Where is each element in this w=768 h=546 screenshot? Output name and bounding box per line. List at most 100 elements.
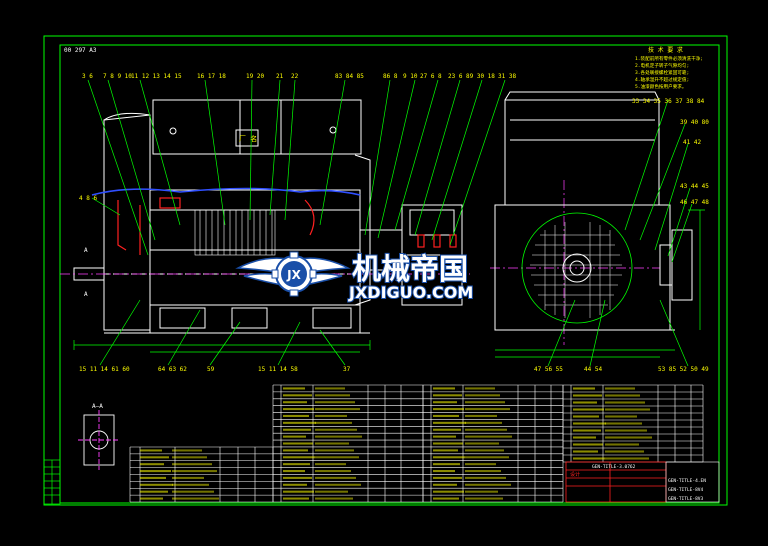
table-cell-text: [315, 476, 356, 479]
table-cell-text: [283, 421, 316, 424]
table-cell-text: [465, 449, 504, 452]
callout-bottom: 59: [207, 366, 215, 373]
callout-top: 9 10: [403, 73, 418, 80]
callout-bottom: 15 11 14 61 60: [79, 366, 130, 373]
table-cell-text: [605, 429, 647, 432]
svg-text:4.轴承温升不超过规定值;: 4.轴承温升不超过规定值;: [635, 76, 689, 83]
table-cell-text: [573, 443, 603, 446]
table-cell-text: [283, 387, 305, 390]
table-cell-text: [465, 414, 497, 418]
table-cell-text: [465, 442, 499, 445]
parts-list-text: [140, 387, 652, 500]
table-cell-text: [283, 449, 308, 452]
watermark-en: JXDIGUO.COM: [348, 283, 473, 302]
table-cell-text: [315, 394, 350, 397]
fan-grid: [530, 222, 622, 318]
table-cell-text: [315, 490, 348, 493]
svg-text:技 术 要 求: 技 术 要 求: [648, 46, 683, 54]
cooling-pipe: [91, 187, 361, 196]
table-cell-text: [140, 483, 173, 486]
table-cell-text: [315, 442, 349, 445]
table-cell-text: [315, 401, 355, 404]
dimension-lines: [73, 209, 705, 358]
technical-notes: 技 术 要 求 1.装配前所有零件必须清洗干净; 2.电机定子转子气隙均匀; 3…: [635, 46, 703, 90]
callout-top: 27 6 8: [420, 73, 442, 80]
table-cell-text: [433, 463, 460, 466]
table-cell-text: [573, 408, 604, 411]
table-cell-text: [465, 387, 495, 390]
table-cell-text: [433, 469, 455, 473]
table-cell-text: [283, 490, 314, 493]
callout-top: 83 84 85: [335, 73, 364, 80]
table-cell-text: [283, 497, 309, 500]
table-cell-text: [172, 449, 202, 452]
stator-core: [194, 209, 276, 256]
watermark-cn: 机械帝国: [352, 252, 468, 286]
table-cell-text: [433, 428, 461, 431]
table-cell-text: [140, 449, 162, 452]
leader-lines: [87, 79, 693, 367]
table-cell-text: [172, 476, 204, 479]
table-cell-text: [573, 436, 596, 439]
table-cell-text: [315, 414, 347, 418]
section-label: A—A: [92, 403, 103, 410]
callout-top: 31 38: [498, 73, 516, 80]
table-cell-text: [433, 408, 464, 411]
callout-top: 86 8: [383, 73, 398, 80]
table-cell-text: [283, 414, 309, 418]
section-mark-upper: A: [84, 247, 88, 254]
svg-text:GEN-TITLE-8V3: GEN-TITLE-8V3: [668, 496, 704, 502]
table-cell-text: [573, 415, 599, 418]
callout-left: 4 8 6: [79, 195, 97, 202]
table-cell-text: [605, 443, 639, 446]
table-cell-text: [140, 470, 171, 473]
table-cell-text: [315, 435, 362, 438]
table-cell-text: [573, 387, 595, 390]
table-cell-text: [605, 450, 644, 453]
table-cell-text: [605, 394, 640, 397]
table-cell-text: [140, 490, 168, 493]
callout-bottom: 15 11 14 58: [258, 366, 298, 373]
section-mark-lower: A: [84, 291, 88, 298]
table-cell-text: [433, 476, 462, 479]
table-cell-text: [465, 476, 506, 479]
table-cell-text: [283, 394, 312, 397]
svg-text:GEN-TITLE-3.0762: GEN-TITLE-3.0762: [592, 464, 636, 470]
table-cell-text: [433, 483, 457, 486]
table-cell-text: [172, 470, 217, 473]
table-cell-text: [433, 456, 465, 459]
table-cell-text: [283, 469, 305, 473]
red-accents: [117, 197, 457, 255]
callout-right: 39 40 80: [680, 119, 709, 126]
table-cell-text: [315, 449, 354, 452]
parts-list: [129, 384, 704, 503]
callout-bottom: 47 56 55: [534, 366, 563, 373]
table-cell-text: [465, 456, 509, 459]
table-cell-text: [283, 408, 314, 411]
callout-top: 7 8 9 10: [103, 73, 132, 80]
table-cell-text: [283, 442, 313, 445]
table-cell-text: [172, 497, 219, 500]
table-cell-text: [465, 408, 510, 411]
table-cell-text: [573, 457, 605, 460]
svg-text:设计: 设计: [570, 471, 580, 478]
table-cell-text: [605, 387, 635, 390]
table-cell-text: [573, 450, 598, 453]
title-block-text: GEN-TITLE-3.0762 GEN-TITLE-4.EN GEN-TITL…: [570, 464, 706, 502]
table-cell-text: [315, 428, 357, 431]
table-cell-text: [433, 490, 464, 493]
table-cell-text: [573, 422, 606, 425]
table-cell-text: [172, 483, 209, 486]
callout-right: 43 44 45: [680, 183, 709, 190]
table-cell-text: [140, 463, 164, 466]
callout-top: 21: [276, 73, 284, 80]
table-cell-text: [433, 401, 457, 404]
table-cell-text: [433, 435, 456, 438]
table-cell-text: [172, 463, 212, 466]
table-cell-text: [465, 428, 507, 431]
table-cell-text: [605, 408, 650, 411]
svg-text:3.各处联接螺栓紧固可靠;: 3.各处联接螺栓紧固可靠;: [635, 69, 689, 76]
callout-right: 46 47 48: [680, 199, 709, 206]
table-cell-text: [283, 428, 311, 431]
winged-gear-icon: JX: [235, 251, 351, 297]
